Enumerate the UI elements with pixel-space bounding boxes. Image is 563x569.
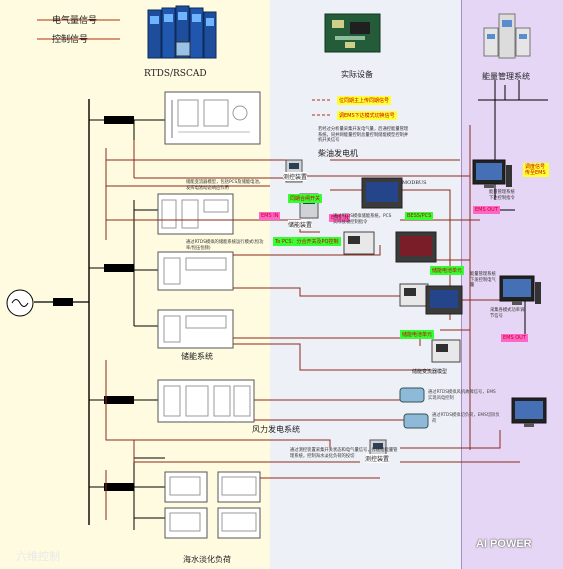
wind-note-1: 通过RTDS模拟风机故障信号，EMS实现风电控制: [428, 390, 496, 401]
ems-mid-note: 能量管理系统下发控制电气量: [470, 272, 496, 288]
storage-model-box-3: [157, 309, 234, 349]
sync-control-tag: 同期合闸开关: [288, 194, 323, 203]
modbus-label: MODBUS: [402, 180, 427, 186]
ems-in-left-tag: EMS IN: [259, 212, 281, 220]
diesel-model-box: [164, 91, 261, 145]
desal-model-box-4: [217, 507, 261, 539]
wind-io-module-2: [403, 413, 429, 429]
pcs-label: 储能装置: [288, 220, 313, 229]
ems-computer-2: [499, 275, 541, 305]
ems-title: 能量管理系统: [482, 72, 530, 81]
ems-in-right-tag: EMS IN: [329, 214, 351, 222]
ems-data-note: 采集各模式功率调节信号: [490, 308, 525, 319]
pcs-info-note: 通过RTDS模拟储能系统，PCS实际接收控制指令: [333, 214, 392, 225]
storage-model-box-1: [157, 193, 234, 235]
control-unit-3-note: 通过测控装置采集开关状态和电气量信号，传递给能量管理系统，控制海水淡化负荷的投切: [290, 448, 398, 459]
wind-breaker: [104, 396, 134, 404]
pcs-model-label: 储能变流器模型: [412, 369, 448, 375]
legend-electrical-label: 电气量信号: [52, 16, 98, 26]
diesel-label: 柴油发电机: [318, 149, 358, 158]
pcs-screen-2: [395, 231, 437, 263]
desal-label: 海水淡化负荷: [183, 555, 231, 564]
equipment-title: 实际设备: [341, 70, 373, 79]
rtds-cabinet-image: [147, 5, 217, 59]
battery-unit-tag-1: 储能电池单元: [430, 266, 465, 275]
pcs-screen-1: [361, 177, 403, 209]
storage-model-box-2: [157, 251, 234, 291]
circuit-board-image: [324, 13, 381, 53]
ems-out-top-tag: EMS OUT: [473, 206, 500, 214]
rtds-title: RTDS/RSCAD: [144, 69, 207, 79]
mid-legend-note: 若经过分析量采集开发电气量，后通控能量管理系统，同并网能量控制总量控制储能模型控…: [318, 127, 409, 143]
desal-model-box-1: [164, 471, 208, 503]
storage-note-2: 通过RTDS模拟的储能系统运行模式(恒功率/恒压恒频): [186, 240, 264, 251]
watermark-left: 六维控制: [16, 551, 60, 563]
ems-computer-3: [511, 397, 547, 427]
wind-model-box: [157, 379, 255, 423]
control-unit-3-label: 测控装置: [365, 454, 390, 463]
wind-label: 风力发电系统: [252, 425, 300, 434]
storage-note: 储能变流器模型，包括PCS及储能电池，发挥电池动态响应作用: [186, 180, 264, 191]
desal-breaker: [104, 483, 134, 491]
ems-dispatch-tag: 调度信号传至EMS: [523, 163, 549, 177]
wind-note-2: 通过RTDS模拟切负荷，EMS切除负荷: [432, 413, 500, 424]
ems-out-bottom-tag: EMS OUT: [501, 334, 528, 342]
battery-unit-tag-2: 储能电池单元: [400, 330, 435, 339]
pcs-command-tag: To PCS：分合开关及PQ控制: [273, 237, 341, 246]
pcs-device-1: [343, 231, 375, 255]
diesel-breaker: [104, 116, 134, 124]
mode-switch-legend: 调EMS下达模式切换信号: [337, 111, 397, 120]
desal-model-box-3: [164, 507, 208, 539]
pcs-screen-3: [425, 285, 463, 315]
pcs-device-2: [399, 283, 429, 307]
pcs-device-3: [431, 339, 461, 363]
equipment-panel: [270, 0, 461, 569]
storage-label: 储能系统: [181, 352, 213, 361]
bess-device-tag: BESS/PCS: [405, 212, 434, 220]
legend-control-label: 控制信号: [52, 35, 89, 45]
ems-cabinet-image: [483, 13, 531, 59]
storage-breaker: [104, 264, 134, 272]
sync-upload-legend: 位同期主上传同期信号: [337, 96, 392, 105]
ems-top-note: 能量管理系统下达控制指令: [489, 190, 515, 201]
control-unit-1-label: 测控装置: [283, 172, 308, 181]
ems-computer-1: [472, 159, 512, 188]
source-breaker: [53, 298, 73, 306]
watermark-right: AI POWER: [476, 538, 532, 550]
desal-model-box-2: [217, 471, 261, 503]
wind-io-module-1: [399, 387, 425, 403]
